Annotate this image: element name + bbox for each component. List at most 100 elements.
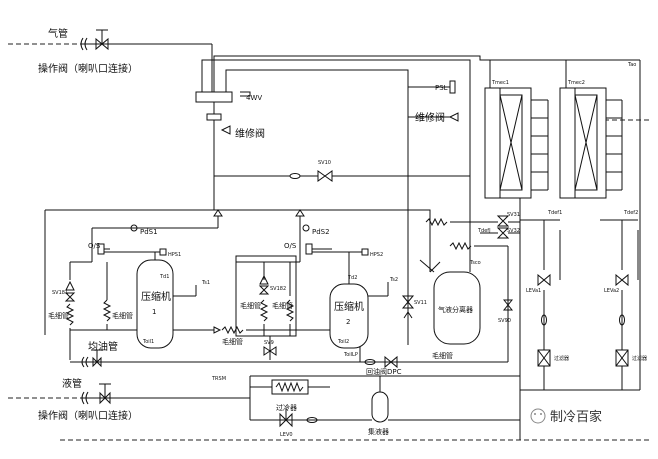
liquid-service-valve-icon <box>99 391 111 405</box>
sv181-label: SV181 <box>52 290 68 296</box>
watermark-text: 制冷百家 <box>550 409 602 425</box>
sv11-valve-icon <box>401 295 415 309</box>
sv10-line <box>214 170 470 182</box>
oil-service-valve-icon <box>92 356 102 368</box>
tdefj-label: TdefJ <box>477 228 491 234</box>
sv9-valve-icon <box>263 346 277 356</box>
toil2-label: Toil2 <box>337 339 349 345</box>
gas-liquid-separator <box>419 259 481 345</box>
tdef1-label: Tdef1 <box>547 210 562 216</box>
capillary-mid-label: 毛细管 <box>112 311 133 320</box>
subcooler <box>250 379 330 395</box>
repair-valve-2 <box>408 112 459 122</box>
liquid-pipe-label: 液管 <box>62 377 82 390</box>
oil-pipe-group <box>70 349 508 368</box>
sv90-valve-icon <box>502 299 514 311</box>
heat-exchanger-1 <box>484 60 549 199</box>
receiver-label: 集液器 <box>368 427 389 436</box>
oil-separator-1 <box>70 243 110 263</box>
pipe-4wv-to-sep <box>201 59 471 272</box>
compressor-1 <box>136 252 197 349</box>
repair-valve-1-label: 维修阀 <box>235 127 265 140</box>
toil1-label: Toil1 <box>142 339 154 345</box>
ts1-label: Ts1 <box>201 280 210 286</box>
pds1-label: PdS1 <box>140 228 158 236</box>
tmec2-label: Tmec2 <box>567 80 585 86</box>
lev-branch-1 <box>520 219 561 390</box>
capillary-low-label: 毛细管 <box>222 337 243 346</box>
four-way-valve-label: 4WV <box>246 94 262 102</box>
sv10-valve-icon <box>317 170 333 182</box>
repair-valve-2-icon <box>448 112 459 122</box>
td1-label: Td1 <box>159 274 169 280</box>
td2-label: Td2 <box>347 275 357 281</box>
lev0-valve-icon <box>279 412 293 428</box>
pds2-label: PdS2 <box>312 228 330 236</box>
oil-return-dpc <box>359 346 398 369</box>
pipe-4wv-right <box>225 69 409 345</box>
sv90-label: SV90 <box>498 318 511 324</box>
lev2-label: LEVa2 <box>604 288 619 294</box>
tdef2-label: Tdef2 <box>623 210 638 216</box>
hps1 <box>104 248 167 256</box>
pipe-top-bus <box>45 209 431 272</box>
filter-1-label: 过滤器 <box>554 355 569 362</box>
compressor-1-label: 压缩机 <box>141 290 171 303</box>
watermark: 制冷百家 <box>530 408 602 425</box>
lev-2-valve-icon <box>615 273 629 287</box>
four-way-valve <box>195 86 233 210</box>
gas-pipe-group <box>80 29 213 92</box>
hps2-label: HPS2 <box>370 252 383 258</box>
compressor-2-number: 2 <box>346 318 350 326</box>
sv31-valve-icon <box>496 215 510 227</box>
sv32-valve-icon <box>496 227 510 239</box>
gas-service-valve-icon <box>95 37 109 51</box>
lev0 <box>250 408 372 428</box>
repair-valve-2-label: 维修阀 <box>415 111 445 124</box>
sv182-label: SV182 <box>270 286 286 292</box>
lev0-label: LEV0 <box>280 432 293 438</box>
gas-liquid-separator-label: 气液分离器 <box>438 305 473 314</box>
compressor-2 <box>329 252 389 349</box>
sv9-label: SV9 <box>264 340 274 346</box>
capillary-a-label: 毛细管 <box>240 301 261 310</box>
sv10-label: SV10 <box>318 160 331 166</box>
hps2 <box>312 248 369 256</box>
sv31-sv32-area <box>425 198 521 440</box>
capillary-right-label: 毛细管 <box>432 351 453 360</box>
sv11-branch <box>401 295 415 319</box>
os2-label: O/S <box>284 242 297 250</box>
toillp-label: ToilLP <box>343 352 358 358</box>
sv182-valve-icon <box>258 285 270 295</box>
liquid-pipe-group <box>80 375 520 420</box>
lev1-label: LEVa1 <box>526 288 541 294</box>
capillary-left-label: 毛细管 <box>48 311 69 320</box>
compressor-2-label: 压缩机 <box>334 300 364 313</box>
psl-sensor <box>408 80 456 94</box>
repair-valve-1-icon <box>220 125 231 135</box>
filter-2-label: 过滤器 <box>632 355 647 362</box>
capillary-b-label: 毛细管 <box>272 301 293 310</box>
sv181-valve-icon <box>64 292 76 302</box>
sv9-branch <box>263 336 277 360</box>
dpc-valve-icon <box>384 355 398 369</box>
tsco-label: Tsco <box>469 260 481 266</box>
lev-branch-2 <box>600 219 639 390</box>
wechat-icon <box>530 408 546 424</box>
gas-pipe-label: 气管 <box>48 27 68 40</box>
sv31-label: SV31 <box>507 212 520 218</box>
heat-exchanger-2 <box>559 60 623 199</box>
psl-label: PSL <box>435 84 448 92</box>
sv181-branch <box>64 262 137 360</box>
os1-label: O/S <box>88 242 101 250</box>
pipe-top-main <box>213 55 640 86</box>
oil-return-dpc-label: 回油阀DPC <box>366 367 402 376</box>
oil-separator-2 <box>236 243 332 263</box>
trsm-label: TRSM <box>211 376 226 382</box>
subcooler-label: 过冷器 <box>276 403 297 412</box>
pds-sensors <box>91 209 310 246</box>
oil-pipe-label: 均油管 <box>88 340 118 353</box>
receiver <box>371 376 389 423</box>
